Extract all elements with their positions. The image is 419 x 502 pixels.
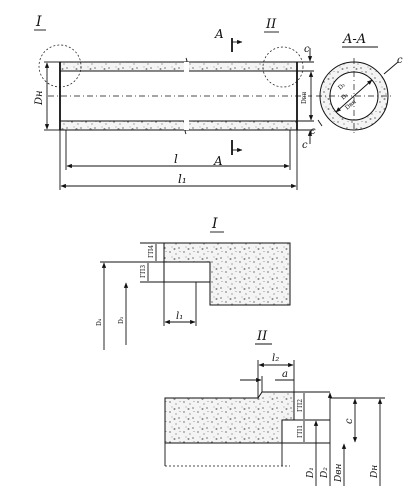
detail-I-l1: l₁: [176, 311, 183, 322]
detail-II-d2: D₂: [320, 467, 330, 479]
detail-I-mark: I: [35, 14, 42, 30]
detail-II-dn: Dн: [370, 465, 380, 479]
detail-I-view: I ГП4 ГП3 D₄ D₃ l₁: [96, 216, 291, 350]
detail-II-concrete: [164, 391, 295, 444]
detail-II-gp2: ГП2: [297, 399, 304, 412]
detail-II-circle: [262, 46, 304, 88]
pipe-wall-top: [59, 61, 298, 72]
detail-II-view: II l₂ a ГП2 ГП1 c D₁ D₂ Dвн: [164, 329, 385, 486]
section-label-d1: D₁: [340, 92, 350, 102]
section-c-leader-top: [383, 61, 399, 75]
section-mark-top: A: [214, 27, 224, 41]
pipe-wall-bottom: [59, 120, 298, 131]
detail-II-gp1: ГП1: [297, 425, 304, 438]
dim-c-bottom: c: [302, 140, 308, 151]
detail-I-d3: D₃: [118, 316, 125, 324]
detail-I-circle: [38, 44, 82, 88]
detail-II-title: II: [256, 329, 268, 344]
break-gap: [184, 62, 189, 130]
detail-II-dbn: Dвн: [334, 464, 344, 483]
detail-I-title: I: [211, 216, 218, 232]
detail-II-c: c: [344, 418, 355, 424]
section-c-leader-bottom: [317, 119, 323, 127]
dim-outer-diameter: Dн: [34, 90, 45, 106]
detail-II-d1: D₁: [306, 467, 316, 479]
section-mark-bottom: A: [213, 154, 223, 168]
detail-II-mark: II: [265, 17, 277, 32]
section-A-A: A-A D₂ D₁ Dвн c c: [310, 32, 403, 137]
detail-I-gp4: ГП4: [148, 245, 155, 258]
section-title: A-A: [342, 32, 366, 47]
dim-inner-diameter: Dвн: [301, 92, 308, 104]
detail-I-d4: D₄: [96, 318, 103, 326]
section-diameter-line: [335, 79, 373, 113]
dim-c-top: c: [304, 44, 310, 55]
detail-I-gp3: ГП3: [140, 265, 147, 278]
section-label-c-bottom: c: [310, 126, 316, 137]
dim-length: l: [174, 152, 178, 166]
section-label-c-top: c: [397, 55, 403, 66]
detail-I-socket: [163, 261, 211, 283]
dim-total-length: l₁: [178, 172, 187, 186]
section-label-d2: D₂: [337, 81, 347, 91]
detail-II-l2: l₂: [272, 353, 279, 364]
detail-II-a: a: [282, 369, 288, 380]
main-pipe-view: I II A A Dн Dвн c c l: [34, 14, 314, 190]
